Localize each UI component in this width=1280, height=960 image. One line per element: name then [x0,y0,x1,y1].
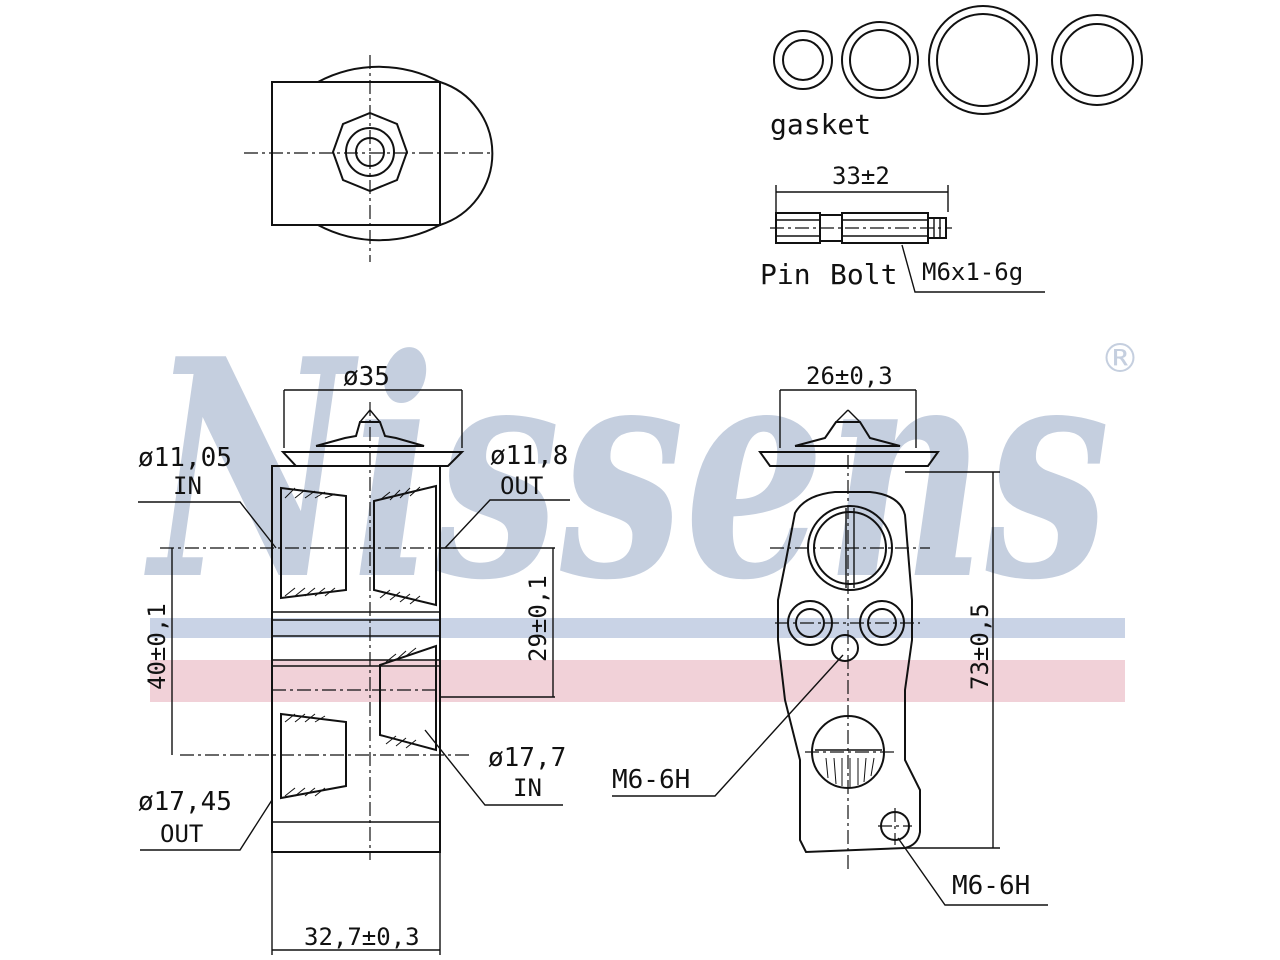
brand-watermark-text: Nissens [143,293,1110,646]
thread-mid-label: M6-6H [612,765,690,795]
side-view-hatching [825,757,875,787]
thread-low-label: M6-6H [952,871,1030,901]
dim-40-label: 40±0,1 [143,603,171,690]
in-large-diameter: ø17,7 [488,743,566,773]
in-large-text: IN [513,774,542,802]
out-large-text: OUT [160,820,203,848]
out-large-diameter: ø17,45 [138,787,232,817]
pin-bolt-length: 33±2 [832,162,890,190]
gasket-set: gasket [770,5,1143,141]
side-view: 26±0,3 73±0,5 M6-6H M6-6H [612,362,1048,906]
height-side-label: 73±0,5 [966,603,994,690]
bolt-label: Bolt [830,258,897,291]
width-side-label: 26±0,3 [806,362,893,390]
registered-mark: ® [1100,336,1140,382]
in-small-diameter: ø11,05 [138,443,232,473]
out-small-text: OUT [500,472,543,500]
pin-bolt: 33±2 Pin Bolt M6x1-6g [760,162,1045,293]
in-small-text: IN [173,472,202,500]
front-view-hatching [284,486,421,797]
brand-watermark: Nissens ® [143,293,1140,702]
pin-label: Pin [760,258,811,291]
thread-spec-label: M6x1-6g [922,258,1023,286]
watermark-red-stripe [150,660,1125,702]
dim-29-label: 29±0,1 [524,575,552,662]
top-view [244,55,494,262]
out-small-diameter: ø11,8 [490,441,568,471]
gasket-label: gasket [770,108,871,141]
front-view: ø35 40±0,1 [138,362,570,955]
diameter-top-label: ø35 [343,362,390,392]
width-bottom-label: 32,7±0,3 [304,923,420,951]
